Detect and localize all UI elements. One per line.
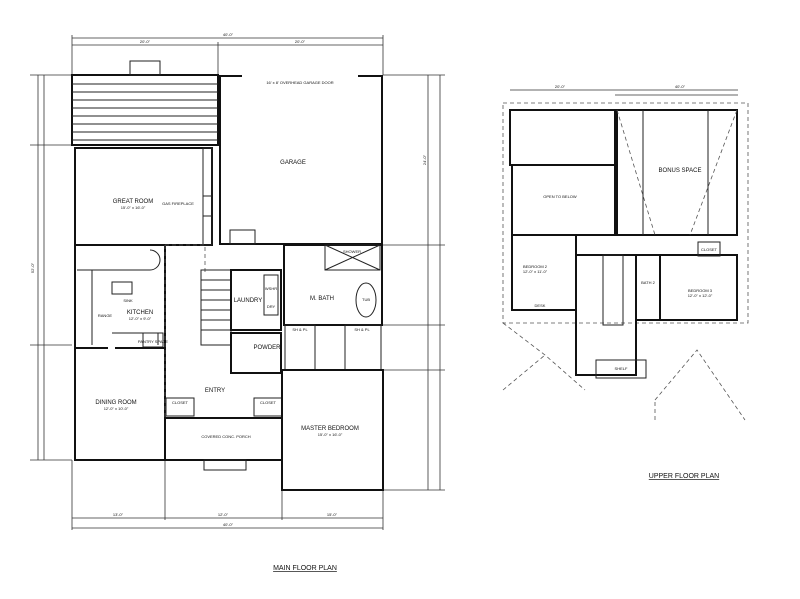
closet-right-label: CLOSET [260, 400, 277, 405]
main-floor-plan-title: MAIN FLOOR PLAN [273, 565, 337, 572]
dining-room-label: DINING ROOM [95, 400, 136, 406]
main-floor-plan: 40'-0" 20'-0" 20'-0" 13'-0" 12'-0" 15'-0… [30, 32, 445, 572]
dim-bottom-total: 40'-0" [223, 522, 234, 527]
great-room-size: 15'-0" x 16'-0" [121, 205, 146, 210]
great-room-label: GREAT ROOM [113, 199, 153, 205]
shelf-label: SHELF [615, 366, 628, 371]
dim-bottom-left: 13'-0" [113, 512, 124, 517]
dim-bottom-right: 15'-0" [327, 512, 338, 517]
sink-label: SINK [123, 298, 133, 303]
bath2-label: BATH 2 [641, 280, 655, 285]
dim-top-total: 40'-0" [223, 32, 234, 37]
closet-left-label: CLOSET [172, 400, 189, 405]
upper-dim-total: 40'-0" [675, 84, 686, 89]
fireplace-label: GAS FIREPLACE [162, 201, 194, 206]
garage-label: GARAGE [280, 160, 306, 166]
bedroom3-label: BEDROOM 3 [688, 288, 713, 293]
dim-top-right: 20'-0" [295, 39, 306, 44]
bedroom3-size: 12'-0" x 12'-0" [688, 293, 713, 298]
dryer-label: DRY [267, 304, 276, 309]
master-bedroom-label: MASTER BEDROOM [301, 426, 359, 432]
dim-bottom-mid: 12'-0" [218, 512, 229, 517]
master-bedroom-size: 15'-0" x 16'-0" [318, 432, 343, 437]
bedroom2-size: 12'-0" x 11'-0" [523, 269, 548, 274]
upper-floor-plan: 20'-0" 40'-0" OPEN TO BELOW BONUS SPACE … [502, 84, 749, 480]
laundry-label: LAUNDRY [234, 298, 263, 304]
bedroom2-label: BEDROOM 2 [523, 264, 548, 269]
shower-label: SHOWER [343, 249, 361, 254]
powder-label: POWDER [254, 345, 282, 351]
open-to-below-label: OPEN TO BELOW [543, 194, 577, 199]
dim-right-garage: 24'-0" [422, 154, 427, 165]
garage-door-label: 16' x 8' OVERHEAD GARAGE DOOR [266, 80, 333, 85]
kitchen-size: 12'-0" x 9'-0" [129, 316, 152, 321]
tub-label: TUB [362, 297, 370, 302]
pantry-label: PANTRY SPACE [138, 339, 168, 344]
upper-dim-left: 20'-0" [555, 84, 566, 89]
kitchen-label: KITCHEN [127, 310, 153, 316]
bonus-space-label: BONUS SPACE [659, 168, 702, 174]
dim-top-left: 20'-0" [140, 39, 151, 44]
m-bath-label: M. BATH [310, 296, 334, 302]
dining-room-size: 12'-0" x 10'-0" [104, 406, 129, 411]
closet-label: CLOSET [701, 247, 718, 252]
desk-label: DESK [535, 303, 546, 308]
dim-left-total: 52'-0" [30, 262, 35, 273]
range-label: RANGE [98, 313, 113, 318]
porch-label: COVERED CONC. PORCH [201, 434, 250, 439]
entry-label: ENTRY [205, 388, 225, 394]
upper-floor-plan-title: UPPER FLOOR PLAN [649, 473, 719, 480]
shelf-label-2: SH & PL [354, 327, 370, 332]
shelf-label: SH & PL [292, 327, 308, 332]
washer-label: WSHR [265, 286, 277, 291]
